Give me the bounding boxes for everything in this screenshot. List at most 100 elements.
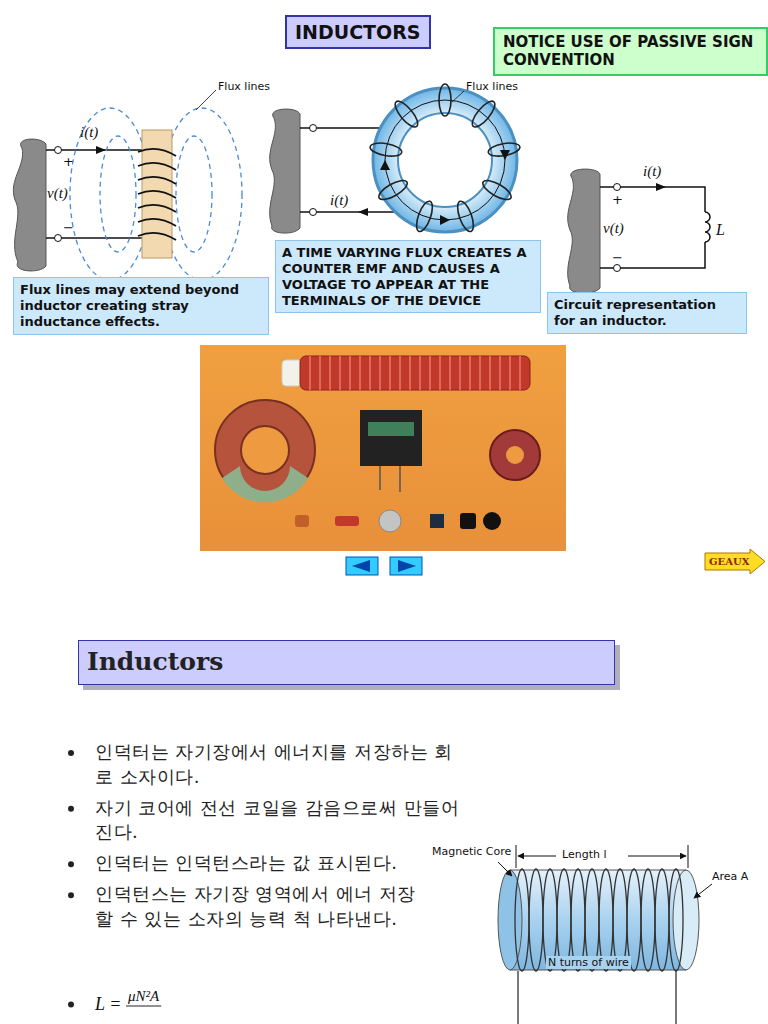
circuit-figure bbox=[620, 187, 705, 212]
circuit-figure bbox=[568, 169, 710, 293]
toroid-figure bbox=[270, 84, 521, 233]
slide-title: INDUCTORS bbox=[285, 15, 431, 49]
inductor-photo bbox=[200, 345, 566, 551]
caption-box: Flux lines may extend beyond inductor cr… bbox=[13, 277, 269, 335]
fraction-bar bbox=[126, 1006, 161, 1007]
node-text: Inductors bbox=[87, 647, 606, 678]
solenoid-core-figure bbox=[655, 869, 669, 971]
note-box: NOTICE USE OF PASSIVE SIGN CONVENTION bbox=[493, 27, 768, 76]
inductor-photo bbox=[200, 345, 566, 551]
inductor-photo bbox=[360, 410, 422, 466]
figure-label: L bbox=[716, 221, 725, 239]
circuit-figure bbox=[705, 212, 710, 242]
figure-label: − bbox=[63, 220, 74, 235]
inductor-photo bbox=[222, 466, 308, 502]
inductor-photo bbox=[335, 516, 359, 526]
toroid-figure bbox=[358, 208, 368, 216]
toroid-figure bbox=[376, 177, 410, 203]
circuit-figure bbox=[600, 186, 614, 188]
figure-label: N turns of wire bbox=[546, 956, 631, 969]
inductor-photo bbox=[282, 360, 302, 386]
bullet-dots bbox=[68, 750, 161, 1008]
nav-buttons bbox=[346, 557, 378, 575]
solenoid-core-figure bbox=[498, 862, 512, 876]
node-text: Flux lines may extend beyond inductor cr… bbox=[20, 282, 262, 330]
toroid-figure bbox=[310, 125, 317, 132]
inductor-photo bbox=[430, 514, 444, 528]
solenoid-figure bbox=[13, 90, 242, 280]
solenoid-core-figure bbox=[675, 971, 676, 1024]
bullet-dot bbox=[68, 892, 74, 898]
figure-label: i(t) bbox=[80, 124, 98, 141]
toroid-figure bbox=[480, 177, 514, 203]
figure-label: Flux lines bbox=[218, 80, 270, 93]
toroid-figure bbox=[454, 199, 476, 233]
bullet-dot bbox=[68, 1002, 74, 1008]
solenoid-core-figure bbox=[694, 884, 712, 898]
solenoid-figure bbox=[13, 139, 46, 271]
nav-buttons bbox=[352, 560, 370, 572]
figure-label: μN²A bbox=[128, 988, 159, 1005]
inductor-photo bbox=[310, 356, 520, 390]
bullet-dot bbox=[68, 861, 74, 867]
bullet-text: 인덕터는 자기장에서 에너지를 저장하는 회로 소자이다. bbox=[95, 740, 467, 790]
node-text: NOTICE USE OF PASSIVE SIGN CONVENTION bbox=[503, 33, 758, 70]
bullet-dot bbox=[68, 750, 74, 756]
node-text: A TIME VARYING FLUX CREATES A COUNTER EM… bbox=[282, 245, 534, 308]
circuit-figure bbox=[614, 184, 621, 191]
solenoid-figure bbox=[138, 149, 176, 240]
toroid-figure bbox=[469, 98, 499, 130]
solenoid-core-figure bbox=[515, 869, 683, 971]
inductor-photo bbox=[368, 422, 414, 436]
solenoid-figure bbox=[196, 90, 216, 110]
arrow-button-shape bbox=[705, 549, 765, 574]
solenoid-core-figure bbox=[688, 845, 689, 868]
toroid-figure bbox=[310, 209, 317, 216]
figure-label: Area A bbox=[712, 870, 748, 883]
circuit-figure bbox=[614, 265, 621, 272]
solenoid-core-figure bbox=[669, 869, 683, 971]
solenoid-core-figure bbox=[518, 856, 556, 857]
figure-label: i(t) bbox=[330, 192, 348, 209]
solenoid-figure bbox=[100, 136, 136, 252]
nav-buttons bbox=[398, 560, 416, 572]
circuit-figure bbox=[656, 183, 666, 191]
solenoid-core-figure bbox=[641, 869, 655, 971]
node-text: Circuit representation for an inductor. bbox=[554, 297, 740, 329]
toroid-figure bbox=[369, 141, 403, 158]
inductor-photo bbox=[483, 512, 501, 530]
figure-label: + bbox=[63, 154, 74, 169]
solenoid-core-figure bbox=[517, 971, 518, 1024]
toroid-figure bbox=[452, 91, 464, 102]
section-header: Inductors bbox=[78, 640, 615, 685]
caption-box: A TIME VARYING FLUX CREATES A COUNTER EM… bbox=[275, 240, 541, 313]
toroid-figure bbox=[369, 84, 521, 233]
toroid-figure bbox=[439, 84, 451, 116]
figure-label: Length l bbox=[562, 848, 607, 861]
toroid-figure bbox=[385, 100, 505, 220]
figure-label: Flux lines bbox=[466, 80, 518, 93]
inductor-photo bbox=[379, 510, 401, 532]
toroid-figure bbox=[270, 109, 300, 233]
inductor-photo bbox=[295, 515, 309, 527]
inductor-photo bbox=[490, 430, 540, 480]
inductor-photo bbox=[241, 426, 289, 474]
nav-buttons bbox=[346, 557, 422, 575]
solenoid-core-figure bbox=[498, 845, 712, 1024]
next-button: GEAUX bbox=[704, 548, 766, 575]
toroid-figure bbox=[500, 150, 510, 160]
solenoid-core-figure bbox=[515, 869, 529, 971]
solenoid-figure bbox=[176, 136, 212, 252]
circuit-figure bbox=[600, 267, 614, 269]
solenoid-figure bbox=[162, 108, 242, 280]
figure-label: v(t) bbox=[603, 220, 624, 237]
figure-label: − bbox=[612, 250, 623, 265]
figure-label: i(t) bbox=[643, 163, 661, 180]
nav-buttons bbox=[390, 557, 422, 575]
node-text: GEAUX bbox=[709, 548, 766, 575]
figure-label: + bbox=[612, 192, 623, 207]
bullet-text: 인덕턴스는 자기장 영역에서 에너 저장할 수 있는 소자의 능력 척 나타낸다… bbox=[95, 882, 421, 932]
bullet-text: 자기 코어에 전선 코일을 감음으로써 만들어진다. bbox=[95, 796, 467, 846]
